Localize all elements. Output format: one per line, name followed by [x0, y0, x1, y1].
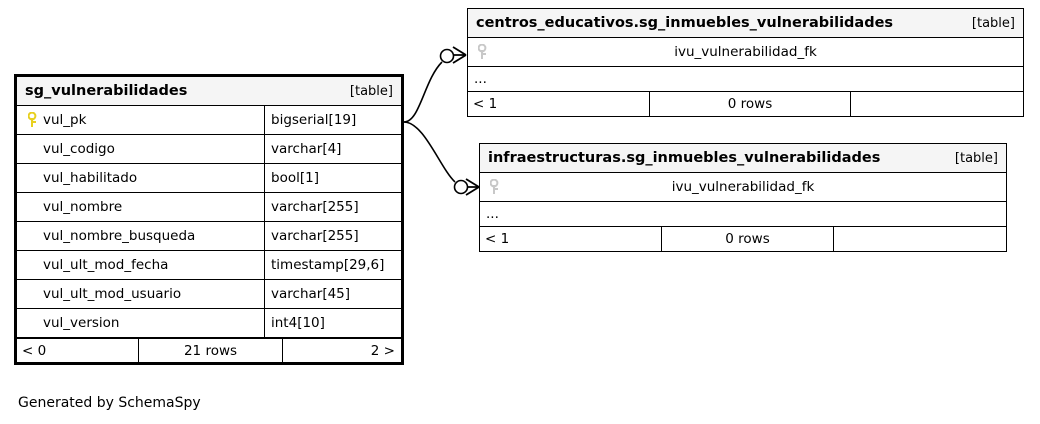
- column-name-text: vul_nombre: [43, 199, 123, 215]
- column-name-cell: vul_habilitado: [17, 164, 265, 192]
- generator-credit: Generated by SchemaSpy: [18, 395, 201, 411]
- prev-page-button[interactable]: < 1: [480, 227, 662, 251]
- table-type-tag: [table]: [349, 83, 393, 99]
- column-name-cell: vul_version: [17, 309, 265, 337]
- column-type-cell: bool[1]: [271, 170, 319, 186]
- table-footer: < 1 0 rows: [480, 227, 1006, 251]
- column-name-cell: vul_nombre_busqueda: [17, 222, 265, 250]
- table-row[interactable]: ivu_vulnerabilidad_fk: [468, 38, 1023, 67]
- column-type-cell: varchar[45]: [271, 286, 351, 302]
- table-title: infraestructuras.sg_inmuebles_vulnerabil…: [488, 150, 881, 166]
- column-name-text: vul_version: [43, 315, 120, 331]
- table-footer: < 0 21 rows 2 >: [17, 338, 401, 362]
- foreign-key-icon: [485, 179, 505, 195]
- column-type-cell: int4[10]: [271, 315, 325, 331]
- table-sg-vulnerabilidades[interactable]: sg_vulnerabilidades [table] vul_pk bigse…: [14, 74, 404, 365]
- column-name-cell: vul_ult_mod_fecha: [17, 251, 265, 279]
- column-type-cell: varchar[4]: [271, 141, 342, 157]
- next-page-button[interactable]: [851, 92, 1023, 116]
- column-name-text: vul_ult_mod_usuario: [43, 286, 182, 302]
- row-count-label: 0 rows: [662, 227, 834, 251]
- table-row[interactable]: vul_nombre varchar[255]: [17, 193, 401, 222]
- primary-key-icon: [23, 112, 43, 128]
- column-name-text: vul_nombre_busqueda: [43, 228, 196, 244]
- table-row[interactable]: vul_ult_mod_fecha timestamp[29,6]: [17, 251, 401, 280]
- cardinality-zero-circle-infraestructuras: [453, 179, 469, 195]
- cardinality-zero-circle-centros-educativos: [439, 48, 455, 64]
- table-title: sg_vulnerabilidades: [25, 83, 188, 99]
- table-header: centros_educativos.sg_inmuebles_vulnerab…: [468, 9, 1023, 38]
- column-type-cell: timestamp[29,6]: [271, 257, 385, 273]
- table-row[interactable]: vul_version int4[10]: [17, 309, 401, 338]
- crowsfoot-centros-educativos: [452, 46, 467, 64]
- table-header: infraestructuras.sg_inmuebles_vulnerabil…: [480, 144, 1006, 173]
- table-title: centros_educativos.sg_inmuebles_vulnerab…: [476, 15, 894, 31]
- table-centros-educativos-sg-inmuebles-vulnerabilidades[interactable]: centros_educativos.sg_inmuebles_vulnerab…: [467, 8, 1024, 117]
- crowsfoot-infraestructuras: [465, 178, 480, 196]
- next-page-button[interactable]: [834, 227, 1006, 251]
- column-name-cell: vul_ult_mod_usuario: [17, 280, 265, 308]
- more-columns-ellipsis: ...: [480, 202, 1006, 227]
- prev-page-button[interactable]: < 0: [17, 339, 139, 362]
- column-name-text: vul_codigo: [43, 141, 115, 157]
- table-row[interactable]: vul_nombre_busqueda varchar[255]: [17, 222, 401, 251]
- table-row[interactable]: vul_pk bigserial[19]: [17, 106, 401, 135]
- column-type-cell: varchar[255]: [271, 199, 359, 215]
- column-name-cell: vul_codigo: [17, 135, 265, 163]
- column-name-text: vul_ult_mod_fecha: [43, 257, 169, 273]
- column-name-text: vul_pk: [43, 112, 87, 128]
- column-name-text: ivu_vulnerabilidad_fk: [674, 44, 817, 60]
- more-columns-ellipsis: ...: [468, 67, 1023, 92]
- row-count-label: 0 rows: [650, 92, 851, 116]
- column-type-cell: bigserial[19]: [271, 112, 357, 128]
- prev-page-button[interactable]: < 1: [468, 92, 650, 116]
- column-name-text: vul_habilitado: [43, 170, 138, 186]
- column-name-cell: vul_pk: [17, 106, 265, 134]
- table-row[interactable]: vul_habilitado bool[1]: [17, 164, 401, 193]
- column-type-cell: varchar[255]: [271, 228, 359, 244]
- foreign-key-icon: [473, 44, 493, 60]
- table-type-tag: [table]: [954, 150, 998, 166]
- next-page-button[interactable]: 2 >: [370, 342, 395, 359]
- relationship-line-centros-educativos: [403, 61, 443, 123]
- column-name-cell: vul_nombre: [17, 193, 265, 221]
- column-name-text: ivu_vulnerabilidad_fk: [671, 179, 815, 195]
- table-type-tag: [table]: [971, 15, 1015, 31]
- table-infraestructuras-sg-inmuebles-vulnerabilidades[interactable]: infraestructuras.sg_inmuebles_vulnerabil…: [479, 143, 1007, 252]
- table-footer: < 1 0 rows: [468, 92, 1023, 116]
- row-count-label: 21 rows: [139, 339, 283, 362]
- table-header: sg_vulnerabilidades [table]: [17, 77, 401, 106]
- relationship-line-infraestructuras: [403, 121, 456, 183]
- table-row[interactable]: vul_ult_mod_usuario varchar[45]: [17, 280, 401, 309]
- table-row[interactable]: vul_codigo varchar[4]: [17, 135, 401, 164]
- table-row[interactable]: ivu_vulnerabilidad_fk: [480, 173, 1006, 202]
